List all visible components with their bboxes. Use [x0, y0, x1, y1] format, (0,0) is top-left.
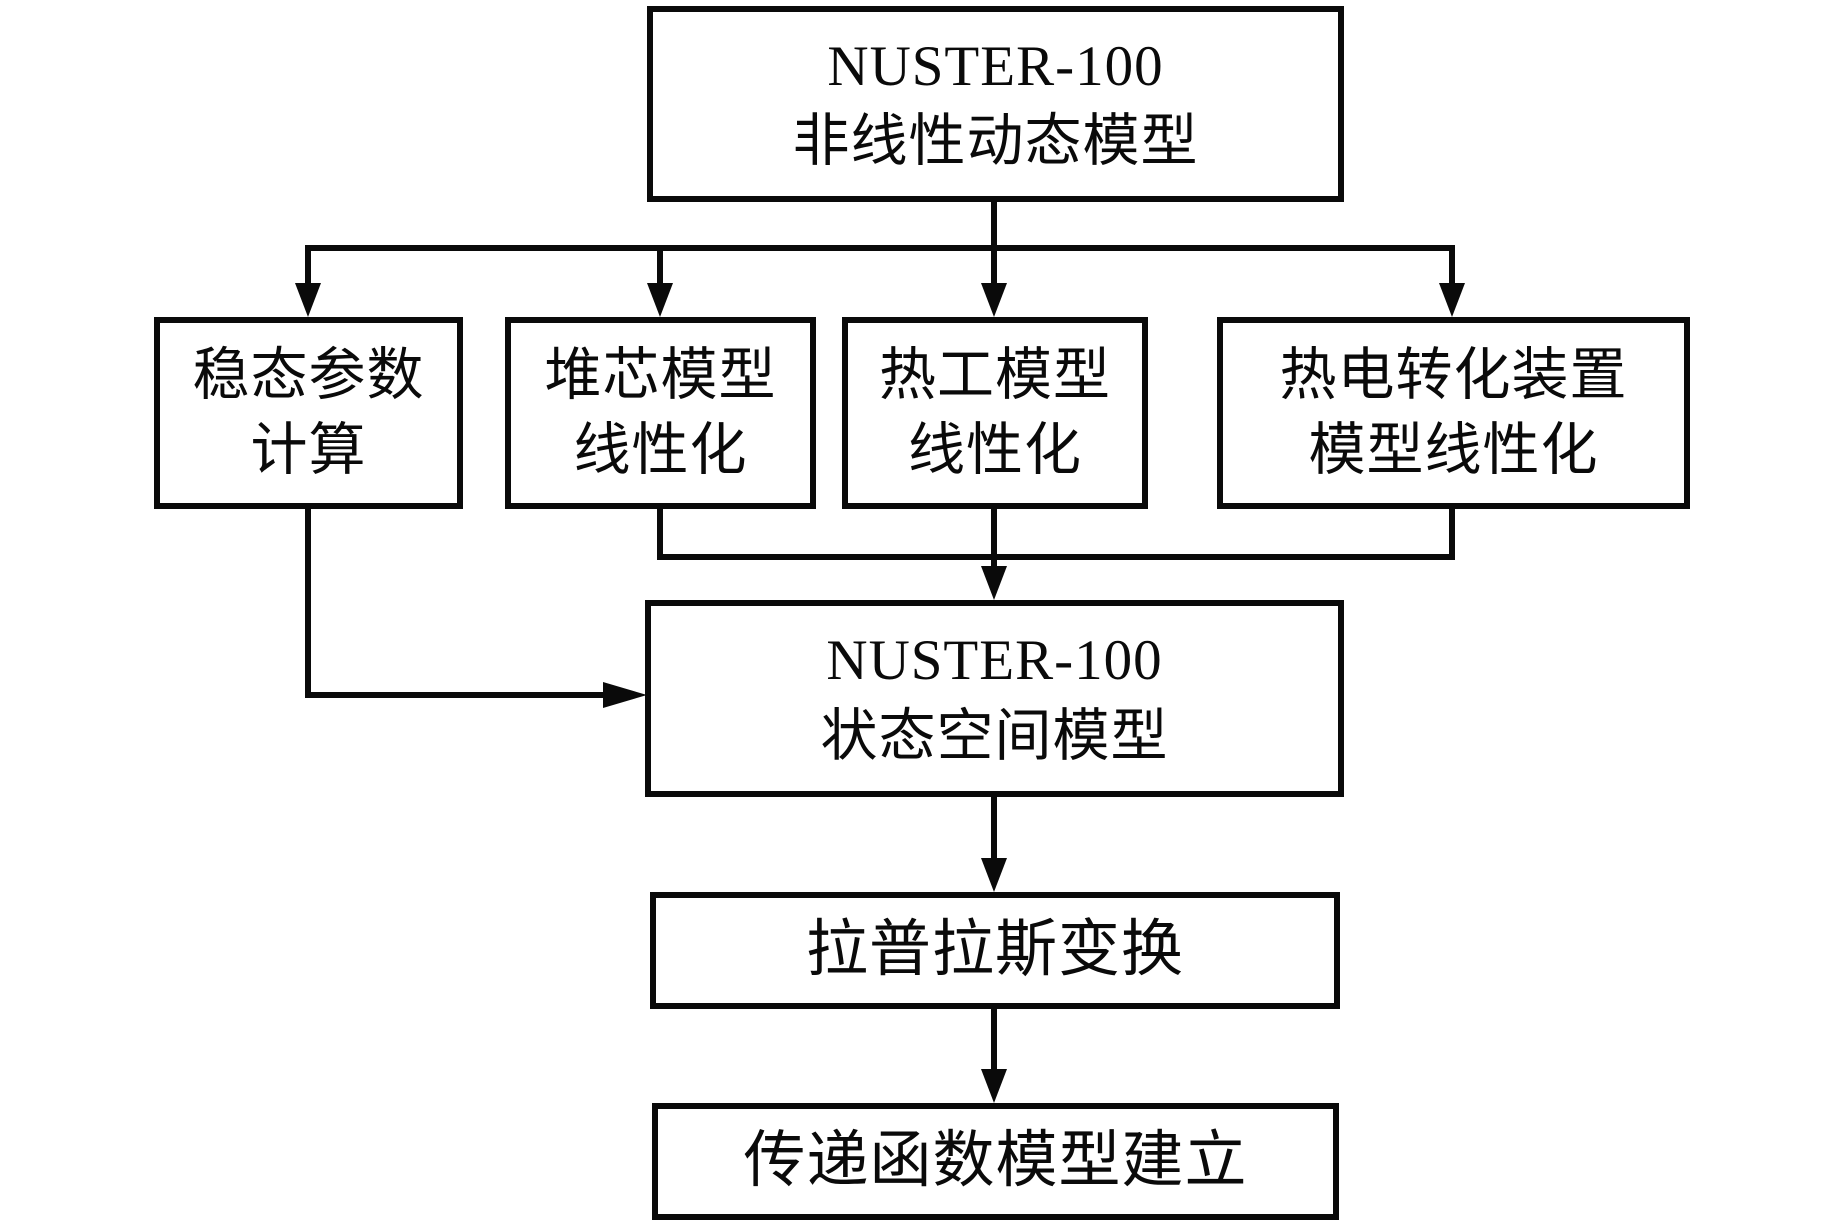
node-nonlinear-dynamic-model: NUSTER-100 非线性动态模型	[647, 6, 1344, 202]
arrow-down-icon	[647, 283, 673, 317]
connector-state-space-to-laplace	[991, 796, 997, 862]
node-transfer-function-model: 传递函数模型建立	[652, 1103, 1339, 1220]
arrow-down-icon	[295, 283, 321, 317]
node-label-line2: 线性化	[573, 419, 748, 482]
node-thermal-model-linearization: 热工模型 线性化	[842, 317, 1148, 509]
connector-drop-thermoelectric	[1449, 245, 1455, 287]
node-label-line1: 热电转化装置	[1279, 343, 1628, 407]
arrow-down-icon	[981, 566, 1007, 600]
node-label-line1: 传递函数模型建立	[743, 1126, 1248, 1195]
node-core-model-linearization: 堆芯模型 线性化	[505, 317, 816, 509]
arrow-down-icon	[1439, 283, 1465, 317]
node-state-space-model: NUSTER-100 状态空间模型	[645, 600, 1344, 797]
connector-drop-steady-state	[305, 245, 311, 287]
node-label-line1: 拉普拉斯变换	[805, 915, 1184, 984]
connector-steady-state-down	[305, 505, 311, 698]
collector-line-upper	[305, 245, 1455, 251]
node-label-line2: 线性化	[908, 419, 1082, 482]
node-label-line1: 稳态参数	[192, 343, 425, 407]
connector-to-state-space	[991, 505, 997, 570]
arrow-down-icon	[981, 858, 1007, 892]
connector-steady-state-right	[305, 692, 610, 698]
arrow-down-icon	[981, 1069, 1007, 1103]
node-label-line1: 热工模型	[879, 343, 1111, 407]
node-label-line2: 计算	[250, 419, 367, 482]
node-label-line2: 模型线性化	[1308, 419, 1599, 482]
node-thermoelectric-device-linearization: 热电转化装置 模型线性化	[1217, 317, 1690, 509]
node-laplace-transform: 拉普拉斯变换	[650, 892, 1340, 1009]
connector-core-model-down	[657, 505, 663, 560]
node-label-line2: 状态空间模型	[820, 704, 1169, 768]
node-label-line2: 非线性动态模型	[792, 110, 1199, 173]
connector-thermoelectric-down	[1449, 505, 1455, 560]
node-steady-state-parameter-calc: 稳态参数 计算	[154, 317, 463, 509]
arrow-right-icon	[603, 682, 647, 708]
node-label-line1: NUSTER-100	[826, 629, 1163, 693]
connector-drop-core-model	[657, 245, 663, 287]
collector-line-lower	[657, 554, 1455, 560]
node-label-line1: 堆芯模型	[544, 343, 777, 407]
connector-drop-thermal-model	[991, 245, 997, 287]
connector-top-to-collector	[991, 198, 997, 251]
connector-laplace-to-transfer	[991, 1008, 997, 1073]
node-label-line1: NUSTER-100	[827, 34, 1164, 98]
arrow-down-icon	[981, 283, 1007, 317]
